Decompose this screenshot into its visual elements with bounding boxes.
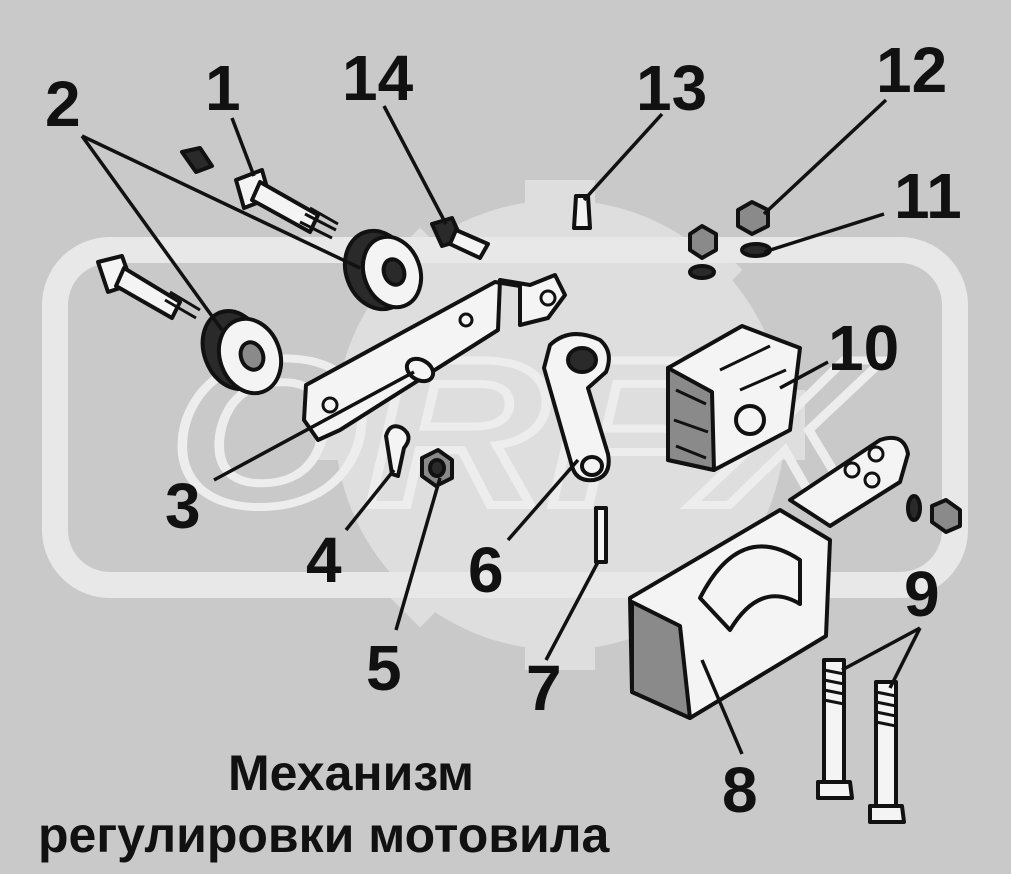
callout-2: 2 bbox=[45, 68, 81, 140]
callout-8: 8 bbox=[722, 754, 758, 826]
callout-11: 11 bbox=[894, 160, 962, 232]
caption-line-2: регулировки мотовила bbox=[38, 807, 611, 863]
callout-1: 1 bbox=[205, 52, 241, 124]
part-5-nut bbox=[420, 448, 454, 488]
part-13-grease-fitting bbox=[572, 194, 592, 230]
watermark-frame bbox=[42, 237, 968, 598]
callout-3: 3 bbox=[165, 470, 201, 542]
part-7-pin bbox=[594, 506, 608, 564]
callout-12: 12 bbox=[876, 34, 947, 106]
part-4-clip bbox=[384, 424, 411, 478]
callout-labels: 1 2 3 4 5 6 7 8 9 10 11 12 13 14 bbox=[45, 34, 962, 826]
part-8-housing bbox=[628, 435, 910, 720]
callout-5: 5 bbox=[366, 632, 402, 704]
part-12-nut bbox=[736, 200, 770, 236]
part-2-roller-upper bbox=[342, 228, 424, 312]
small-screw bbox=[180, 146, 214, 174]
part-9-bolt-2 bbox=[868, 680, 906, 824]
nut-washer-pair bbox=[688, 224, 718, 280]
part-2-roller-lower bbox=[200, 309, 284, 396]
part-3-bracket bbox=[302, 273, 567, 442]
callout-10: 10 bbox=[828, 312, 899, 384]
part-bolt-lower bbox=[96, 254, 201, 320]
callout-4: 4 bbox=[306, 524, 342, 596]
caption-line-1: Механизм bbox=[228, 745, 474, 801]
callout-9: 9 bbox=[904, 558, 940, 630]
callout-7: 7 bbox=[526, 652, 562, 724]
part-9-bolt-1 bbox=[816, 658, 854, 800]
nut-washer-right bbox=[906, 494, 962, 534]
part-1-bolt bbox=[234, 168, 339, 240]
caption: Механизм регулировки мотовила bbox=[38, 745, 611, 863]
callout-13: 13 bbox=[636, 52, 707, 124]
part-6-lever bbox=[542, 332, 611, 483]
leader-lines bbox=[80, 98, 922, 755]
callout-6: 6 bbox=[468, 534, 504, 606]
part-10-wood-block bbox=[666, 324, 802, 472]
callout-14: 14 bbox=[342, 42, 414, 114]
